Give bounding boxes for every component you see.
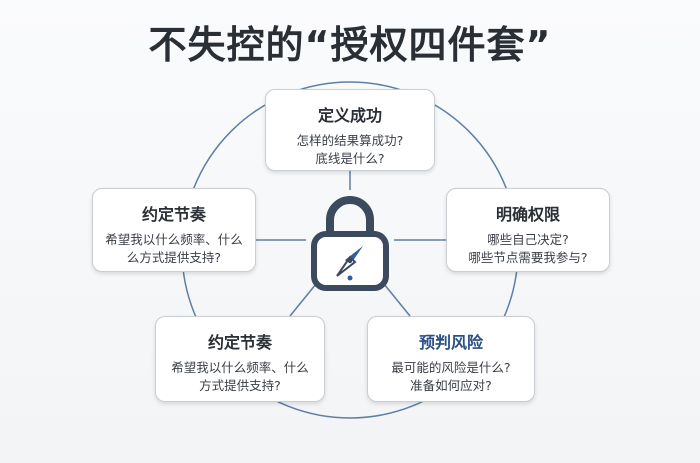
card-line: 希望我以什么频率、什么 <box>171 360 309 375</box>
card-agree-rhythm-left: 约定节奏 希望我以什么频率、什么 么方式提供支持? <box>92 188 256 272</box>
page-title: 不失控的“授权四件套” <box>148 23 552 67</box>
spoke-bottom-left <box>289 283 317 317</box>
lock-compass-icon <box>309 192 391 292</box>
card-anticipate-risk: 预判风险 最可能的风险是什么? 准备如何应对? <box>367 316 535 402</box>
spoke-bottom-right <box>383 283 411 317</box>
card-line: 哪些自己决定? <box>487 232 569 247</box>
card-line: 最可能的风险是什么? <box>391 360 511 375</box>
card-agree-rhythm-bottom: 约定节奏 希望我以什么频率、什么 方式提供支持? <box>155 316 325 402</box>
card-title: 预判风险 <box>418 333 483 352</box>
card-title: 约定节奏 <box>141 205 206 224</box>
card-line: 底线是什么? <box>315 151 385 166</box>
card-line: 方式提供支持? <box>199 378 281 393</box>
card-clarify-authority: 明确权限 哪些自己决定? 哪些节点需要我参与? <box>446 188 610 272</box>
card-line: 准备如何应对? <box>410 378 492 393</box>
card-line: 么方式提供支持? <box>126 250 222 265</box>
card-line: 希望我以什么频率、什么 <box>105 232 243 247</box>
card-title: 明确权限 <box>495 205 560 224</box>
card-line: 哪些节点需要我参与? <box>468 250 588 265</box>
card-title: 约定节奏 <box>207 333 272 352</box>
card-title: 定义成功 <box>317 106 382 125</box>
card-define-success: 定义成功 怎样的结果算成功? 底线是什么? <box>265 89 435 171</box>
card-line: 怎样的结果算成功? <box>296 133 404 148</box>
